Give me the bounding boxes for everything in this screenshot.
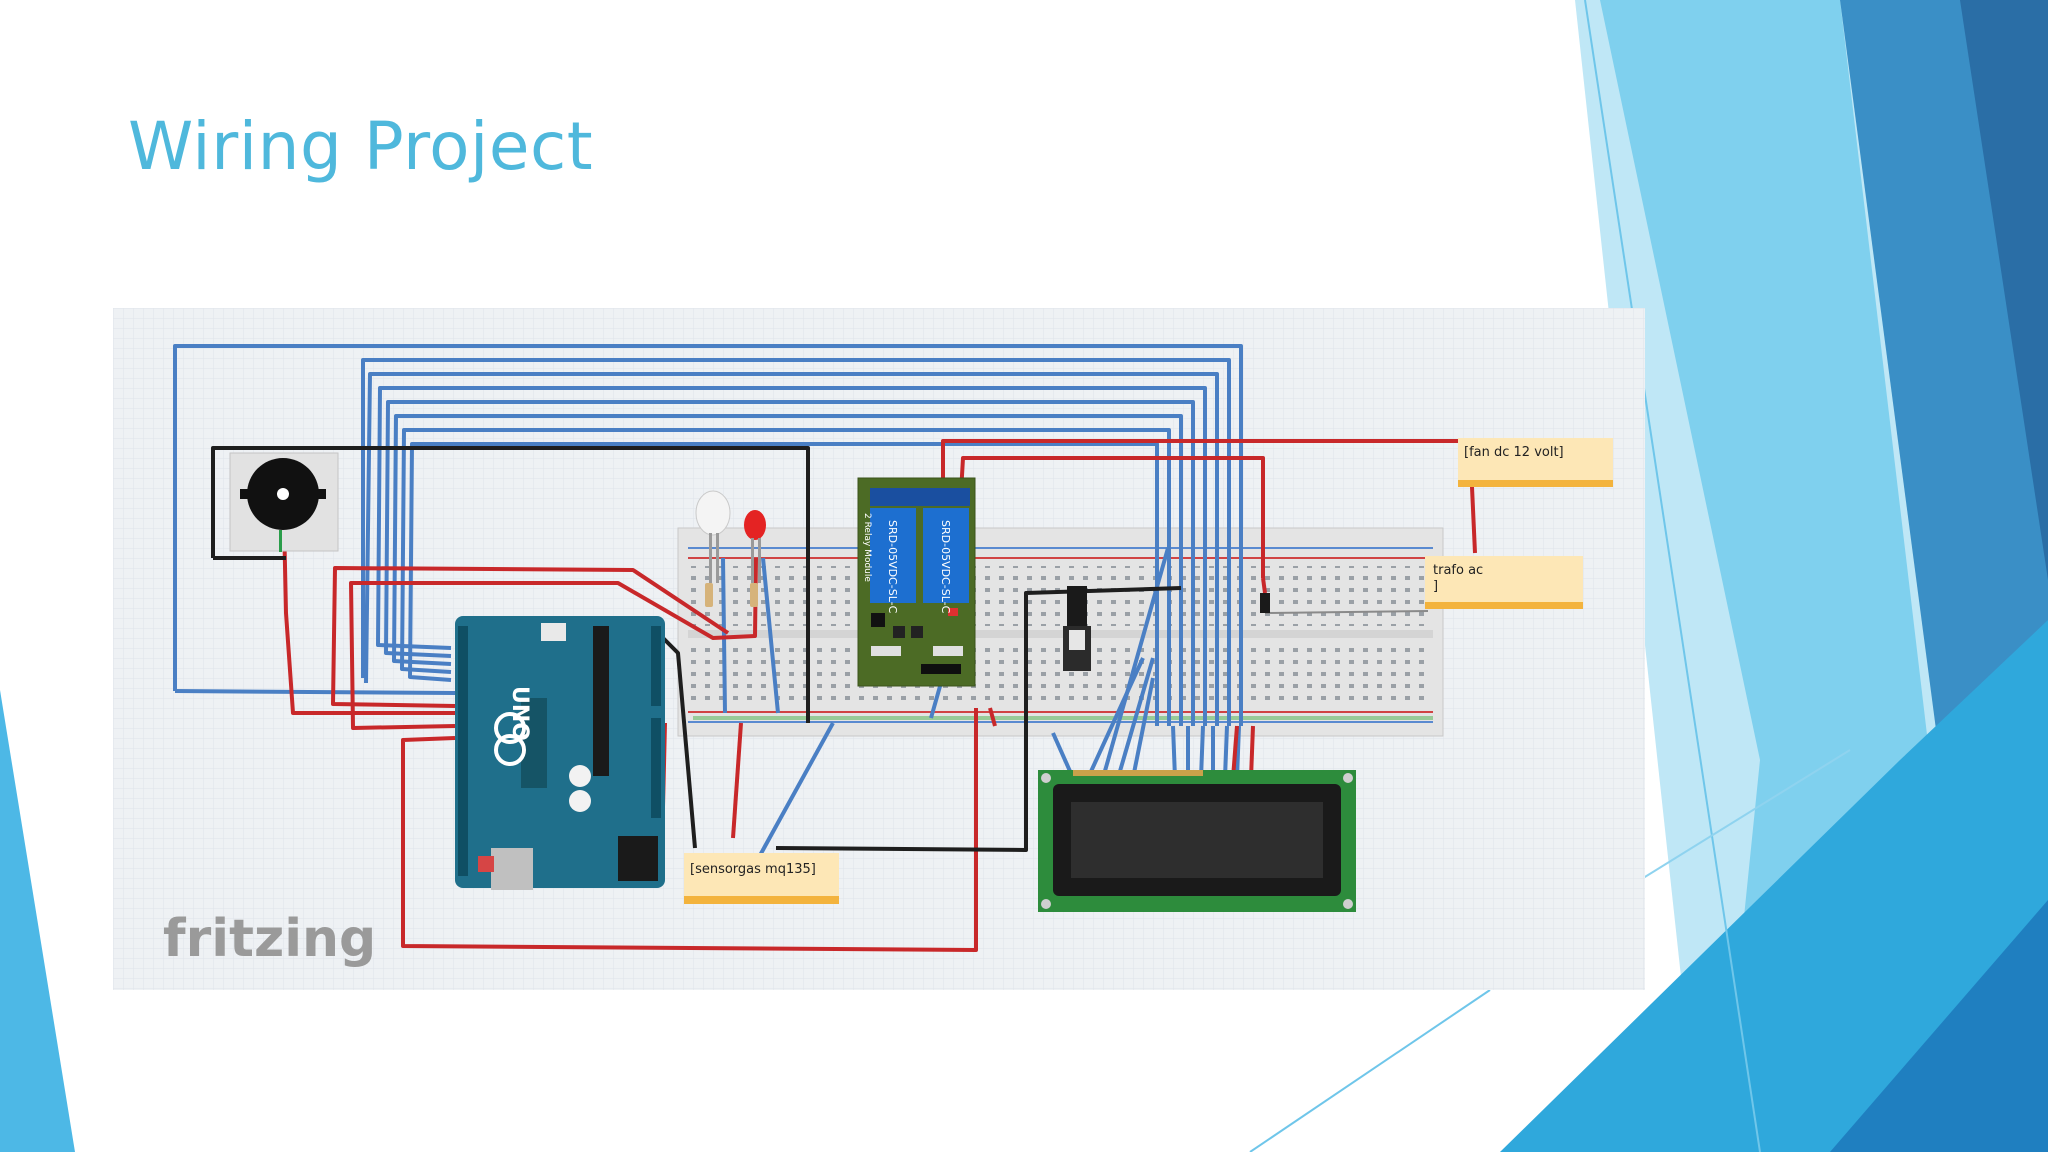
deco-shape-left-bottom: [0, 690, 75, 1152]
wiring-diagram: UNO SRD-05VDC-SL-C SRD-05VDC-SL-C 2 Rela…: [113, 308, 1645, 990]
note-trafo-text-2: ]: [1433, 579, 1438, 594]
buzzer: [229, 452, 339, 552]
note-fan: [fan dc 12 volt]: [1458, 438, 1613, 487]
note-fan-text: [fan dc 12 volt]: [1464, 445, 1564, 460]
deco-line-3: [1639, 749, 1851, 881]
trafo-lead: [1264, 610, 1429, 614]
relay-module-label: 2 Relay Module: [862, 513, 872, 582]
red-led: [744, 510, 766, 583]
slide-title: Wiring Project: [128, 108, 594, 185]
deco-line-2: [1249, 989, 1491, 1152]
fritzing-watermark: fritzing: [163, 909, 376, 969]
deco-shape-dark: [1960, 0, 2048, 580]
potentiometer: [1063, 586, 1091, 671]
relay-part-label-2: SRD-05VDC-SL-C: [939, 520, 952, 614]
white-led: [695, 490, 731, 583]
deco-line-1: [1584, 0, 1761, 1152]
note-sensor-text: [sensorgas mq135]: [690, 862, 816, 877]
deco-shape-blue: [1830, 900, 2048, 1152]
note-sensor: [sensorgas mq135]: [684, 853, 839, 904]
note-trafo-text-1: trafo ac: [1433, 563, 1483, 578]
resistors: [705, 583, 758, 607]
red-wires: [281, 439, 1477, 952]
relay-module: SRD-05VDC-SL-C SRD-05VDC-SL-C 2 Relay Mo…: [857, 477, 976, 687]
arduino-uno: UNO: [455, 616, 665, 890]
arduino-model-label: UNO: [507, 686, 532, 741]
breadboard: [677, 527, 1444, 737]
lcd-display: [1038, 770, 1356, 912]
deco-shape-cyan: [1500, 620, 2048, 1152]
note-trafo: trafo ac ]: [1425, 556, 1583, 609]
relay-part-label-1: SRD-05VDC-SL-C: [886, 520, 899, 614]
blue-wires: [173, 344, 1243, 869]
diode: [1260, 593, 1270, 613]
